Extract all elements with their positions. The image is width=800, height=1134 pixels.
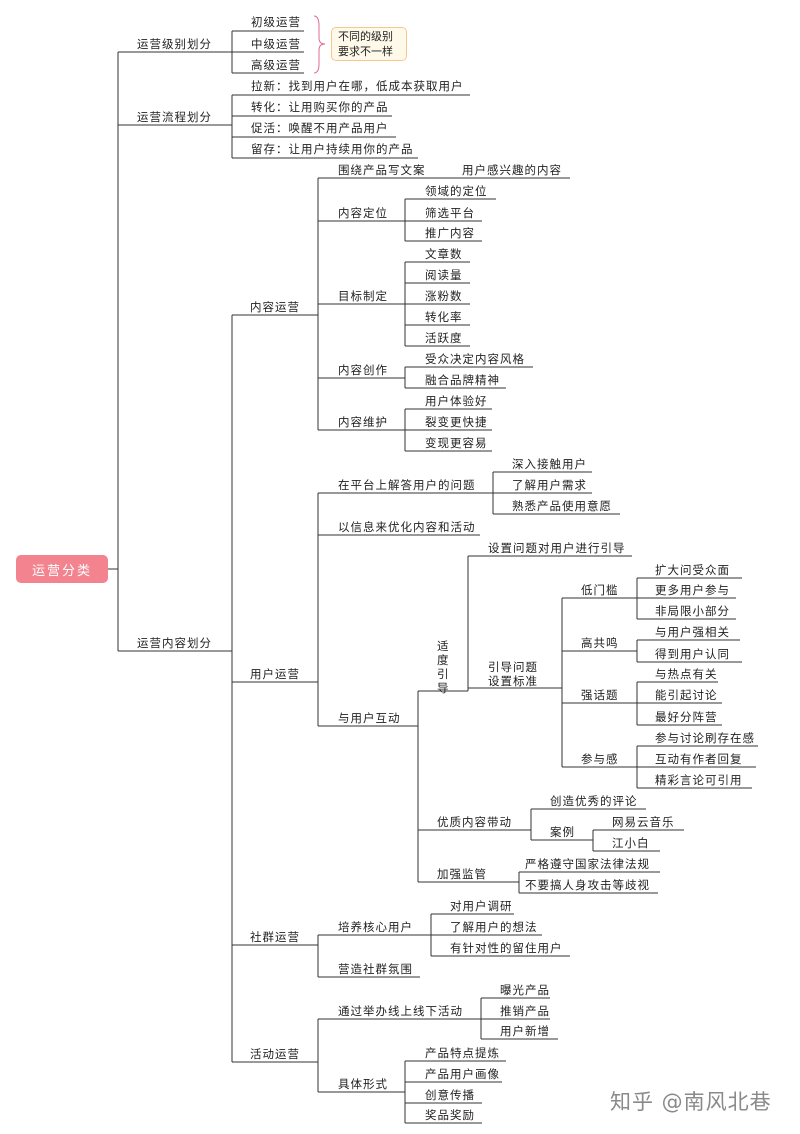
target-item[interactable]: 转化率 [425, 310, 463, 324]
supervise-item[interactable]: 不要搞人身攻击等歧视 [525, 878, 650, 892]
process-item[interactable]: 促活：唤醒不用产品用户 [251, 121, 389, 135]
user-optimize[interactable]: 以信息来优化内容和活动 [338, 520, 476, 534]
standard-label-2[interactable]: 设置标准 [488, 674, 538, 688]
note-line: 不同的级别 [338, 30, 393, 43]
core-item[interactable]: 对用户调研 [450, 899, 513, 913]
content-write[interactable]: 围绕产品写文案 [338, 163, 426, 177]
low-item[interactable]: 扩大问受众面 [655, 563, 730, 577]
process-item[interactable]: 拉新：找到用户在哪，低成本获取用户 [251, 79, 464, 93]
standard-participation[interactable]: 参与感 [581, 752, 619, 766]
answer-item[interactable]: 了解用户需求 [512, 478, 587, 492]
content-ops-node[interactable]: 内容运营 [250, 300, 300, 314]
content-write-child[interactable]: 用户感兴趣的内容 [462, 163, 562, 177]
set-question[interactable]: 设置问题对用户进行引导 [488, 541, 626, 555]
community-core[interactable]: 培养核心用户 [338, 920, 413, 934]
topic-item[interactable]: 能引起讨论 [655, 688, 718, 702]
branch-process[interactable]: 运营流程划分 [137, 110, 212, 124]
positioning-item[interactable]: 领域的定位 [425, 184, 488, 198]
level-item[interactable]: 中级运营 [251, 37, 301, 51]
bracket-line [313, 15, 326, 74]
guide-label-3[interactable]: 引 [437, 667, 450, 681]
watermark: 知乎 @南风北巷 [610, 1090, 772, 1114]
resonance-item[interactable]: 与用户强相关 [655, 625, 730, 639]
answer-item[interactable]: 深入接触用户 [512, 457, 587, 471]
offline-item[interactable]: 用户新增 [500, 1024, 550, 1038]
guide-label-2[interactable]: 度 [437, 653, 450, 667]
content-creation[interactable]: 内容创作 [338, 363, 388, 377]
topic-item[interactable]: 最好分阵营 [655, 710, 718, 724]
target-item[interactable]: 阅读量 [425, 268, 463, 282]
activity-ops-node[interactable]: 活动运营 [250, 1047, 300, 1061]
target-item[interactable]: 活跃度 [425, 331, 463, 345]
process-item[interactable]: 留存：让用户持续用你的产品 [251, 142, 414, 156]
supervise-item[interactable]: 严格遵守国家法律法规 [525, 857, 650, 871]
creation-item[interactable]: 融合品牌精神 [425, 373, 500, 387]
forms-item[interactable]: 产品特点提炼 [425, 1046, 500, 1060]
forms-item[interactable]: 产品用户画像 [425, 1067, 500, 1081]
answer-item[interactable]: 熟悉产品使用意愿 [512, 499, 612, 513]
low-item[interactable]: 更多用户参与 [655, 583, 730, 597]
low-item[interactable]: 非局限小部分 [655, 604, 730, 618]
branch-level[interactable]: 运营级别划分 [137, 37, 212, 51]
offline-item[interactable]: 曝光产品 [500, 983, 550, 997]
standard-topic[interactable]: 强话题 [581, 688, 619, 702]
activity-offline[interactable]: 通过举办线上线下活动 [338, 1004, 463, 1018]
maintenance-item[interactable]: 用户体验好 [425, 394, 488, 408]
activity-forms[interactable]: 具体形式 [338, 1077, 388, 1091]
standard-resonance[interactable]: 高共鸣 [581, 636, 619, 650]
participation-item[interactable]: 互动有作者回复 [655, 752, 743, 766]
branch-content[interactable]: 运营内容划分 [137, 636, 212, 650]
community-ops-node[interactable]: 社群运营 [250, 930, 300, 944]
creation-item[interactable]: 受众决定内容风格 [425, 352, 525, 366]
maintenance-item[interactable]: 变现更容易 [425, 436, 488, 450]
guide-label-1[interactable]: 适 [437, 639, 450, 653]
target-item[interactable]: 文章数 [425, 247, 463, 261]
community-atmosphere[interactable]: 营造社群氛围 [338, 962, 413, 976]
positioning-item[interactable]: 筛选平台 [425, 206, 475, 220]
forms-item[interactable]: 创意传播 [425, 1088, 475, 1102]
content-maintenance[interactable]: 内容维护 [338, 415, 388, 429]
topic-item[interactable]: 与热点有关 [655, 667, 718, 681]
root-node[interactable]: 运营分类 [16, 555, 108, 583]
offline-item[interactable]: 推销产品 [500, 1004, 550, 1018]
guide-label-4[interactable]: 导 [437, 681, 450, 695]
positioning-item[interactable]: 推广内容 [425, 226, 475, 240]
standard-label-1[interactable]: 引导问题 [488, 660, 538, 674]
resonance-item[interactable]: 得到用户认同 [655, 647, 730, 661]
forms-item[interactable]: 奖品奖励 [425, 1108, 475, 1122]
level-note-callout: 不同的级别 要求不一样 [331, 27, 407, 61]
user-ops-node[interactable]: 用户运营 [250, 667, 300, 681]
target-item[interactable]: 涨粉数 [425, 289, 463, 303]
core-item[interactable]: 了解用户的想法 [450, 920, 538, 934]
content-positioning[interactable]: 内容定位 [338, 206, 388, 220]
note-line: 要求不一样 [338, 45, 393, 58]
level-item[interactable]: 初级运营 [251, 15, 301, 29]
participation-item[interactable]: 精彩言论可引用 [655, 773, 743, 787]
quality-comment[interactable]: 创造优秀的评论 [550, 794, 638, 808]
quality-case[interactable]: 案例 [550, 825, 575, 839]
user-interact[interactable]: 与用户互动 [338, 711, 401, 725]
content-targets[interactable]: 目标制定 [338, 289, 388, 303]
case-item[interactable]: 网易云音乐 [612, 815, 675, 829]
quality-content[interactable]: 优质内容带动 [437, 815, 512, 829]
supervise[interactable]: 加强监管 [437, 867, 487, 881]
case-item[interactable]: 江小白 [612, 836, 650, 850]
level-item[interactable]: 高级运营 [251, 58, 301, 72]
core-item[interactable]: 有针对性的留住用户 [450, 941, 563, 955]
standard-low[interactable]: 低门槛 [581, 583, 619, 597]
participation-item[interactable]: 参与讨论刷存在感 [655, 731, 755, 745]
maintenance-item[interactable]: 裂变更快捷 [425, 415, 488, 429]
process-item[interactable]: 转化：让用购买你的产品 [251, 100, 389, 114]
user-answer[interactable]: 在平台上解答用户的问题 [338, 478, 476, 492]
